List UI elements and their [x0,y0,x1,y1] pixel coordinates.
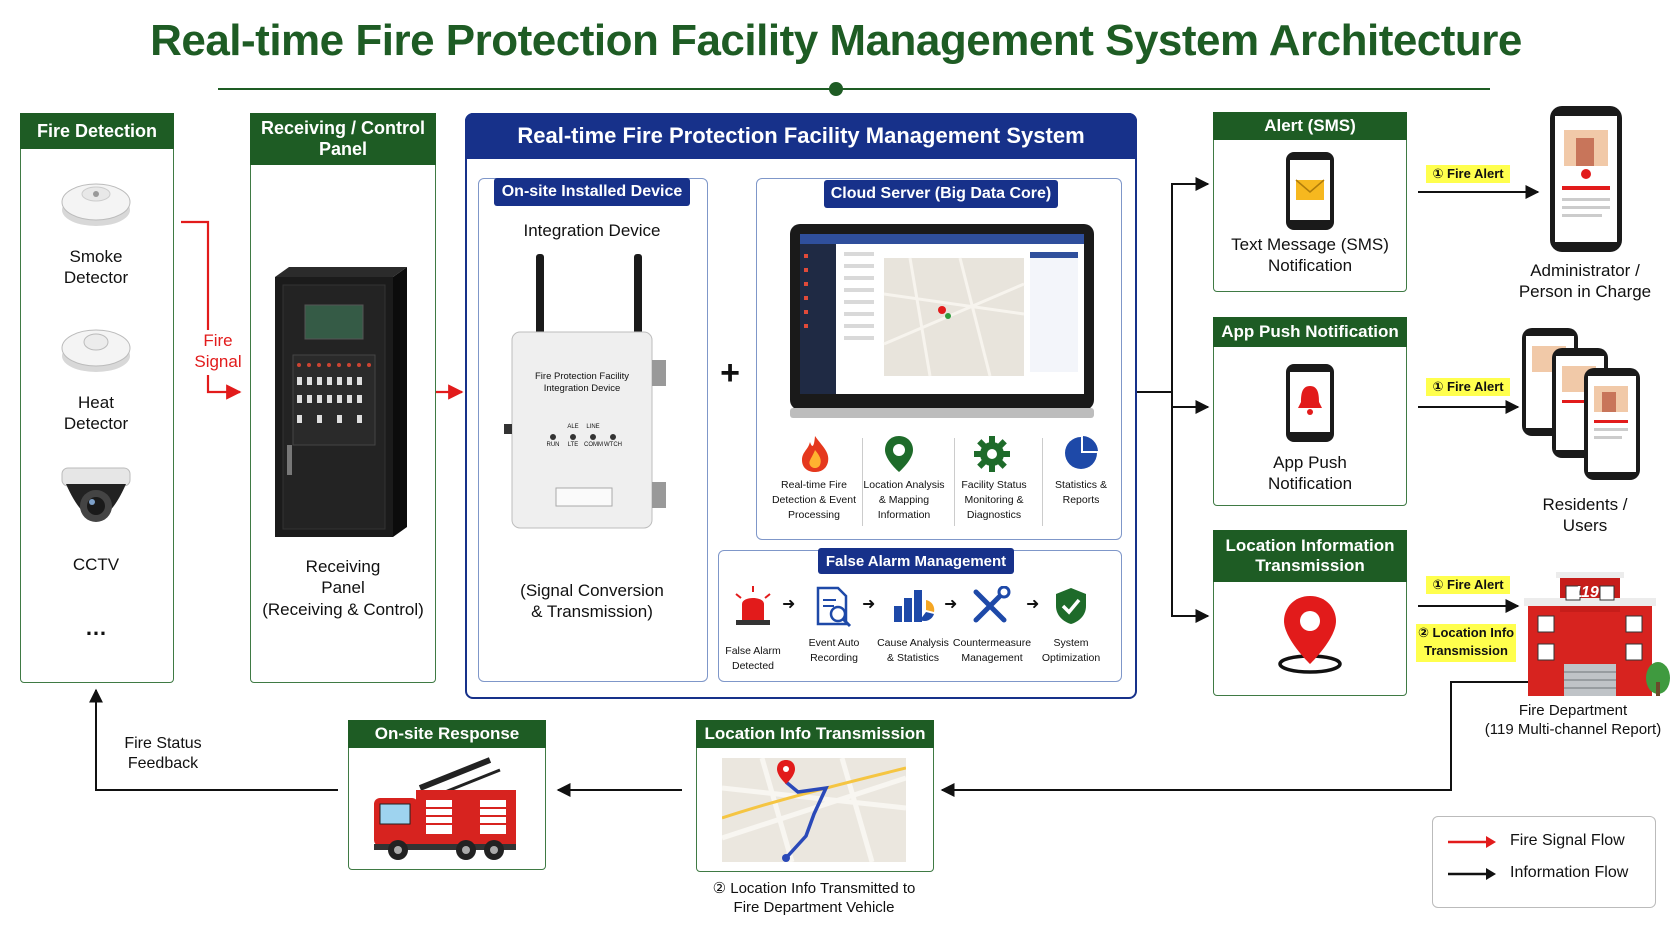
pie-chart-icon [1065,436,1098,469]
fire-detection-header: Fire Detection [20,113,174,149]
info-branch-top [1171,177,1210,392]
integration-device-title: Integration Device [523,221,661,240]
feature-facility-status-label: Facility Status Monitoring & Diagnostics [961,479,1027,522]
integration-device-text: Fire Protection Facility Integration Dev… [535,371,629,395]
sms-alert-header: Alert (SMS) [1213,112,1407,140]
receiving-panel-label: Receiving Panel (Receiving & Control) [262,557,424,619]
smoke-detector-icon [61,183,131,226]
legend-information-label: Information Flow [1510,864,1629,881]
location-info-tag: ② Location Info Transmission [1416,624,1516,662]
admin-phone-icon [1550,106,1622,252]
plus-sign: + [720,354,740,392]
siren-icon [735,586,771,625]
led-wtch-icon [610,434,616,440]
step-cause-analysis-label: Cause Analysis & Statistics [877,637,949,665]
cloud-server-header: Cloud Server (Big Data Core) [824,180,1058,208]
fire-signal-label: Fire Signal [194,331,242,372]
sms-phone-icon [1286,152,1334,230]
legend [1432,816,1656,908]
step-false-alarm-label: False Alarm Detected [725,645,781,673]
system-header: Real-time Fire Protection Facility Manag… [465,113,1137,159]
feature-divider [954,438,955,526]
led-label: RUN [546,442,560,448]
led-lte-icon [570,434,576,440]
feature-fire-detection-label: Real-time Fire Detection & Event Process… [771,479,857,522]
heat-detector-label: Heat Detector [63,393,129,434]
onsite-device-header: On-site Installed Device [494,178,690,206]
page-title: Real-time Fire Protection Facility Manag… [150,16,1522,65]
push-alert-label: App Push Notification [1267,453,1353,494]
smoke-detector-label: Smoke Detector [63,247,129,288]
receiving-panel-header: Receiving / Control Panel [250,113,436,165]
route-map-icon [722,758,906,862]
fire-alert-tag-push: ① Fire Alert [1426,378,1510,396]
step-system-optimization-label: System Optimization [1041,637,1101,665]
feature-divider [862,438,863,526]
cctv-camera-icon [61,467,131,522]
legend-fire-signal-swatch [1448,836,1496,848]
push-phone-icon [1286,364,1334,442]
location-transmission-header: Location Information Transmission [1213,530,1407,582]
location-info-transmission-header: Location Info Transmission [696,720,934,748]
led-label: COMM [584,442,603,448]
tools-icon [973,586,1011,623]
false-alarm-steps: False Alarm Detected ➜ Event Auto Record… [722,586,1118,676]
more-detectors-ellipsis: … [85,615,107,640]
step-event-recording-label: Event Auto Recording [808,637,860,665]
fire-truck-icon [374,757,516,860]
feature-statistics-label: Statistics & Reports [1055,479,1107,507]
fire-signal-arrow-1 [181,220,210,330]
legend-information-swatch [1448,868,1496,880]
document-search-icon [816,586,852,628]
false-alarm-header: False Alarm Management [818,548,1014,574]
fire-alert-tag-sms: ① Fire Alert [1426,165,1510,183]
led-run-icon [550,434,556,440]
location-transmission-caption: ② Location Info Transmitted to Fire Depa… [712,880,916,916]
title-divider [218,88,1490,90]
admin-recipient-label: Administrator / Person in Charge [1518,261,1652,302]
cloud-feature-row: Real-time Fire Detection & Event Process… [770,434,1110,534]
location-pin-icon [1278,596,1342,674]
title-divider-dot [829,82,843,96]
resident-phones-icon [1522,328,1640,480]
control-cabinet-icon [275,267,407,537]
shield-check-icon [1056,588,1086,624]
map-pin-icon [885,436,913,472]
sms-alert-label: Text Message (SMS) Notification [1231,235,1389,276]
step-arrow-icon: ➜ [944,596,958,613]
gear-icon [974,436,1010,472]
led-top-label: ALE [567,424,579,430]
step-arrow-icon: ➜ [862,596,876,613]
dashboard-monitor-icon [790,224,1094,418]
info-branch-bottom [1171,392,1210,623]
fire-station-icon [1524,572,1670,696]
fire-signal-arrow-1b [206,375,242,400]
feature-location-analysis-label: Location Analysis & Mapping Information [863,479,945,522]
legend-fire-signal-label: Fire Signal Flow [1510,832,1625,849]
fire-alert-tag-location: ① Fire Alert [1426,576,1510,594]
device-led-row: RUN LTE ALE COMM LINE WTCH [540,424,628,450]
bar-chart-icon [894,590,935,622]
led-top-label: LINE [586,424,600,430]
heat-detector-icon [61,329,131,372]
cctv-label: CCTV [72,555,120,574]
led-comm-icon [590,434,596,440]
feature-divider [1042,438,1043,526]
residents-recipient-label: Residents / Users [1542,495,1628,536]
led-label: WTCH [604,442,622,448]
fire-status-feedback-label: Fire Status Feedback [124,735,202,772]
led-label: LTE [567,442,579,448]
integration-device-icon [504,254,666,529]
step-arrow-icon: ➜ [782,596,796,613]
fire-dept-recipient-label: Fire Department (119 Multi-channel Repor… [1484,702,1662,738]
step-arrow-icon: ➜ [1026,596,1040,613]
onsite-response-header: On-site Response [348,720,546,748]
flame-icon [802,436,829,472]
fire-station-sign: 119 [1573,584,1599,601]
step-countermeasure-label: Countermeasure Management [952,637,1032,665]
push-alert-header: App Push Notification [1213,317,1407,347]
integration-device-caption: (Signal Conversion & Transmission) [520,581,664,622]
